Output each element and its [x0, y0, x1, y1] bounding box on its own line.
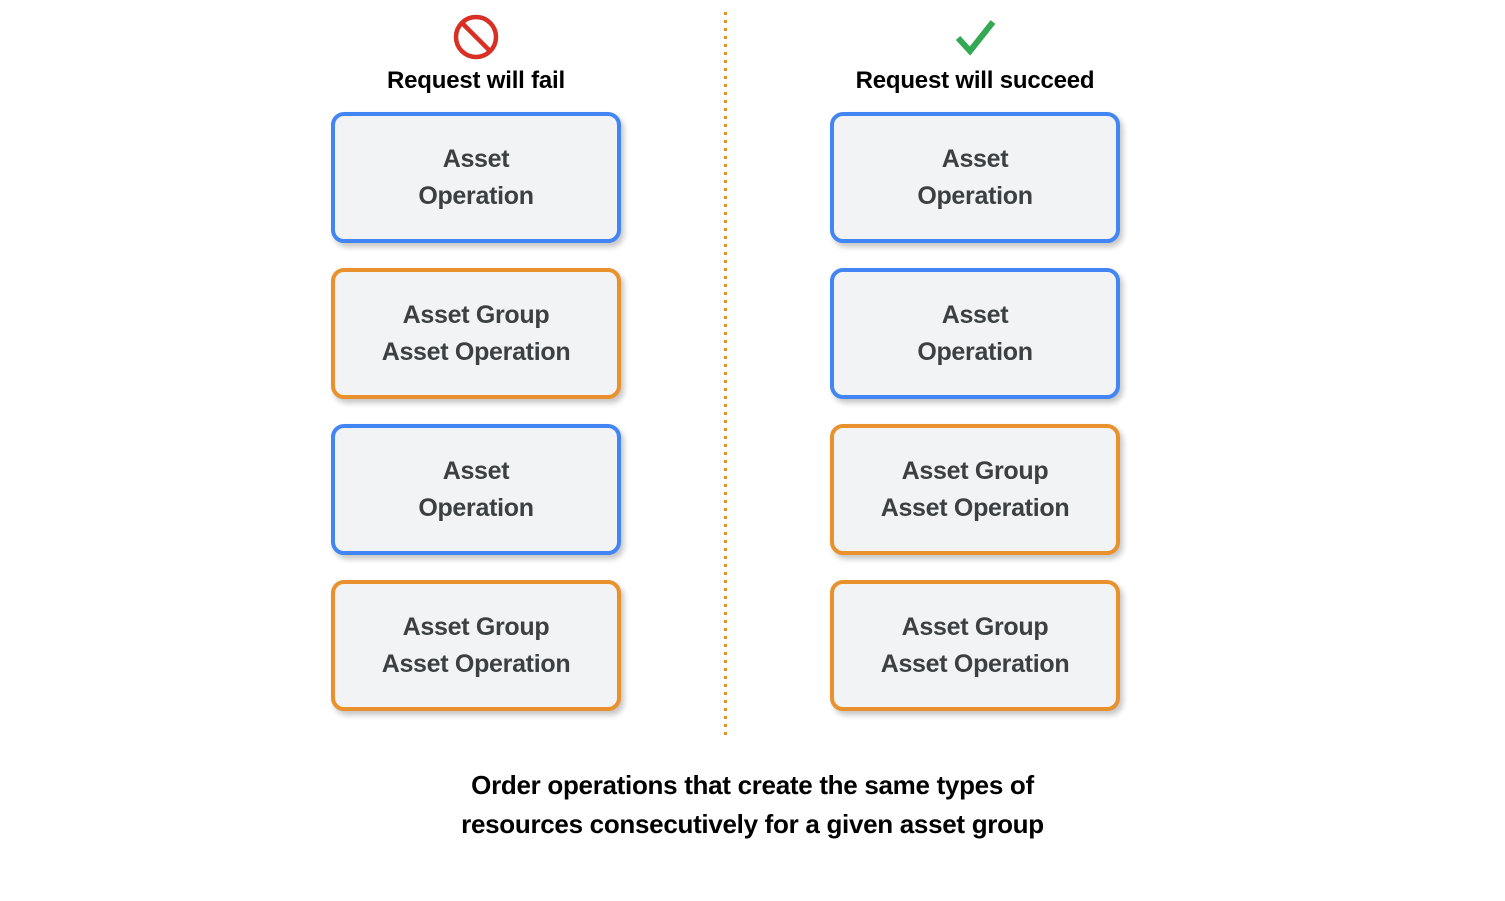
card-line: Asset Operation — [880, 649, 1070, 678]
card-line: Asset Operation — [880, 493, 1070, 522]
card-line: Asset Operation — [381, 649, 571, 678]
card-asset-group-asset-operation[interactable]: Asset Group Asset Operation — [331, 268, 621, 399]
column-title-succeed: Request will succeed — [855, 67, 1095, 94]
card-asset-group-asset-operation[interactable]: Asset Group Asset Operation — [331, 580, 621, 711]
check-icon — [955, 20, 996, 56]
card-asset-operation[interactable]: Asset Operation — [331, 424, 621, 555]
column-divider — [724, 12, 727, 735]
column-title-fail: Request will fail — [387, 67, 565, 94]
card-asset-group-asset-operation[interactable]: Asset Group Asset Operation — [830, 580, 1120, 711]
caption-line: Order operations that create the same ty… — [471, 770, 1034, 800]
caption-line: resources consecutively for a given asse… — [461, 809, 1044, 839]
card-stack-succeed: Asset Operation Asset Operation Asset Gr… — [830, 112, 1120, 736]
card-line: Operation — [418, 493, 534, 522]
card-asset-operation[interactable]: Asset Operation — [830, 112, 1120, 243]
card-line: Operation — [917, 181, 1033, 210]
column-header-succeed: Request will succeed — [805, 12, 1145, 94]
diagram-caption: Order operations that create the same ty… — [0, 766, 1505, 844]
card-stack-fail: Asset Operation Asset Group Asset Operat… — [331, 112, 621, 736]
card-line: Asset — [442, 145, 510, 174]
card-asset-operation[interactable]: Asset Operation — [830, 268, 1120, 399]
card-line: Asset — [941, 145, 1009, 174]
card-asset-group-asset-operation[interactable]: Asset Group Asset Operation — [830, 424, 1120, 555]
prohibition-icon — [453, 14, 499, 60]
card-asset-operation[interactable]: Asset Operation — [331, 112, 621, 243]
card-line: Asset Group — [901, 457, 1049, 486]
card-line: Operation — [418, 181, 534, 210]
card-line: Asset — [442, 457, 510, 486]
card-line: Asset Group — [901, 613, 1049, 642]
card-line: Asset Operation — [381, 337, 571, 366]
card-line: Asset — [941, 301, 1009, 330]
card-line: Asset Group — [402, 613, 550, 642]
column-header-fail: Request will fail — [306, 12, 646, 94]
card-line: Operation — [917, 337, 1033, 366]
card-line: Asset Group — [402, 301, 550, 330]
